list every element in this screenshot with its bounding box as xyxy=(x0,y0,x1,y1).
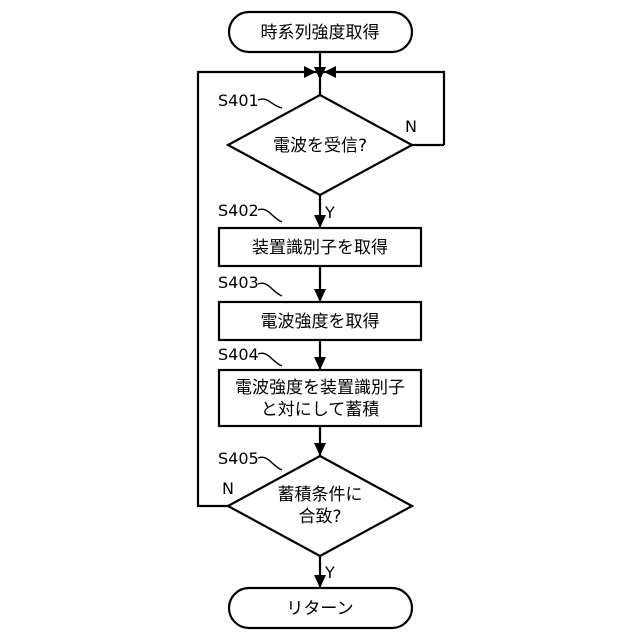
step-id-s401: S401 xyxy=(218,91,259,110)
process-s402-text: 装置識別子を取得 xyxy=(252,238,388,258)
start-label: 時系列強度取得 xyxy=(261,23,380,43)
process-s403-text: 電波強度を取得 xyxy=(261,312,380,332)
step-id-s402: S402 xyxy=(218,201,259,220)
decision-s405: 蓄積条件に 合致? xyxy=(228,456,412,556)
step-id-s405: S405 xyxy=(218,449,259,468)
start-terminator: 時系列強度取得 xyxy=(229,12,412,52)
step-id-s403: S403 xyxy=(218,273,259,292)
s401-yes-label: Y xyxy=(324,203,335,222)
end-label: リターン xyxy=(286,599,353,619)
s401-no-label: N xyxy=(405,117,417,136)
process-s404-text-line2: と対にして蓄積 xyxy=(261,400,380,420)
process-s404: 電波強度を装置識別子 と対にして蓄積 xyxy=(219,370,421,426)
decision-s401-text: 電波を受信? xyxy=(273,136,367,156)
s405-yes-label: Y xyxy=(324,563,335,582)
decision-s405-text-line1: 蓄積条件に xyxy=(278,485,363,505)
process-s402: 装置識別子を取得 xyxy=(219,228,421,266)
process-s404-text-line1: 電波強度を装置識別子 xyxy=(235,378,405,398)
s405-no-label: N xyxy=(222,479,234,498)
decision-s405-text-line2: 合致? xyxy=(298,507,341,527)
end-terminator: リターン xyxy=(229,588,412,628)
step-id-s404: S404 xyxy=(218,345,259,364)
decision-s401: 電波を受信? xyxy=(228,95,412,195)
process-s403: 電波強度を取得 xyxy=(219,302,421,340)
